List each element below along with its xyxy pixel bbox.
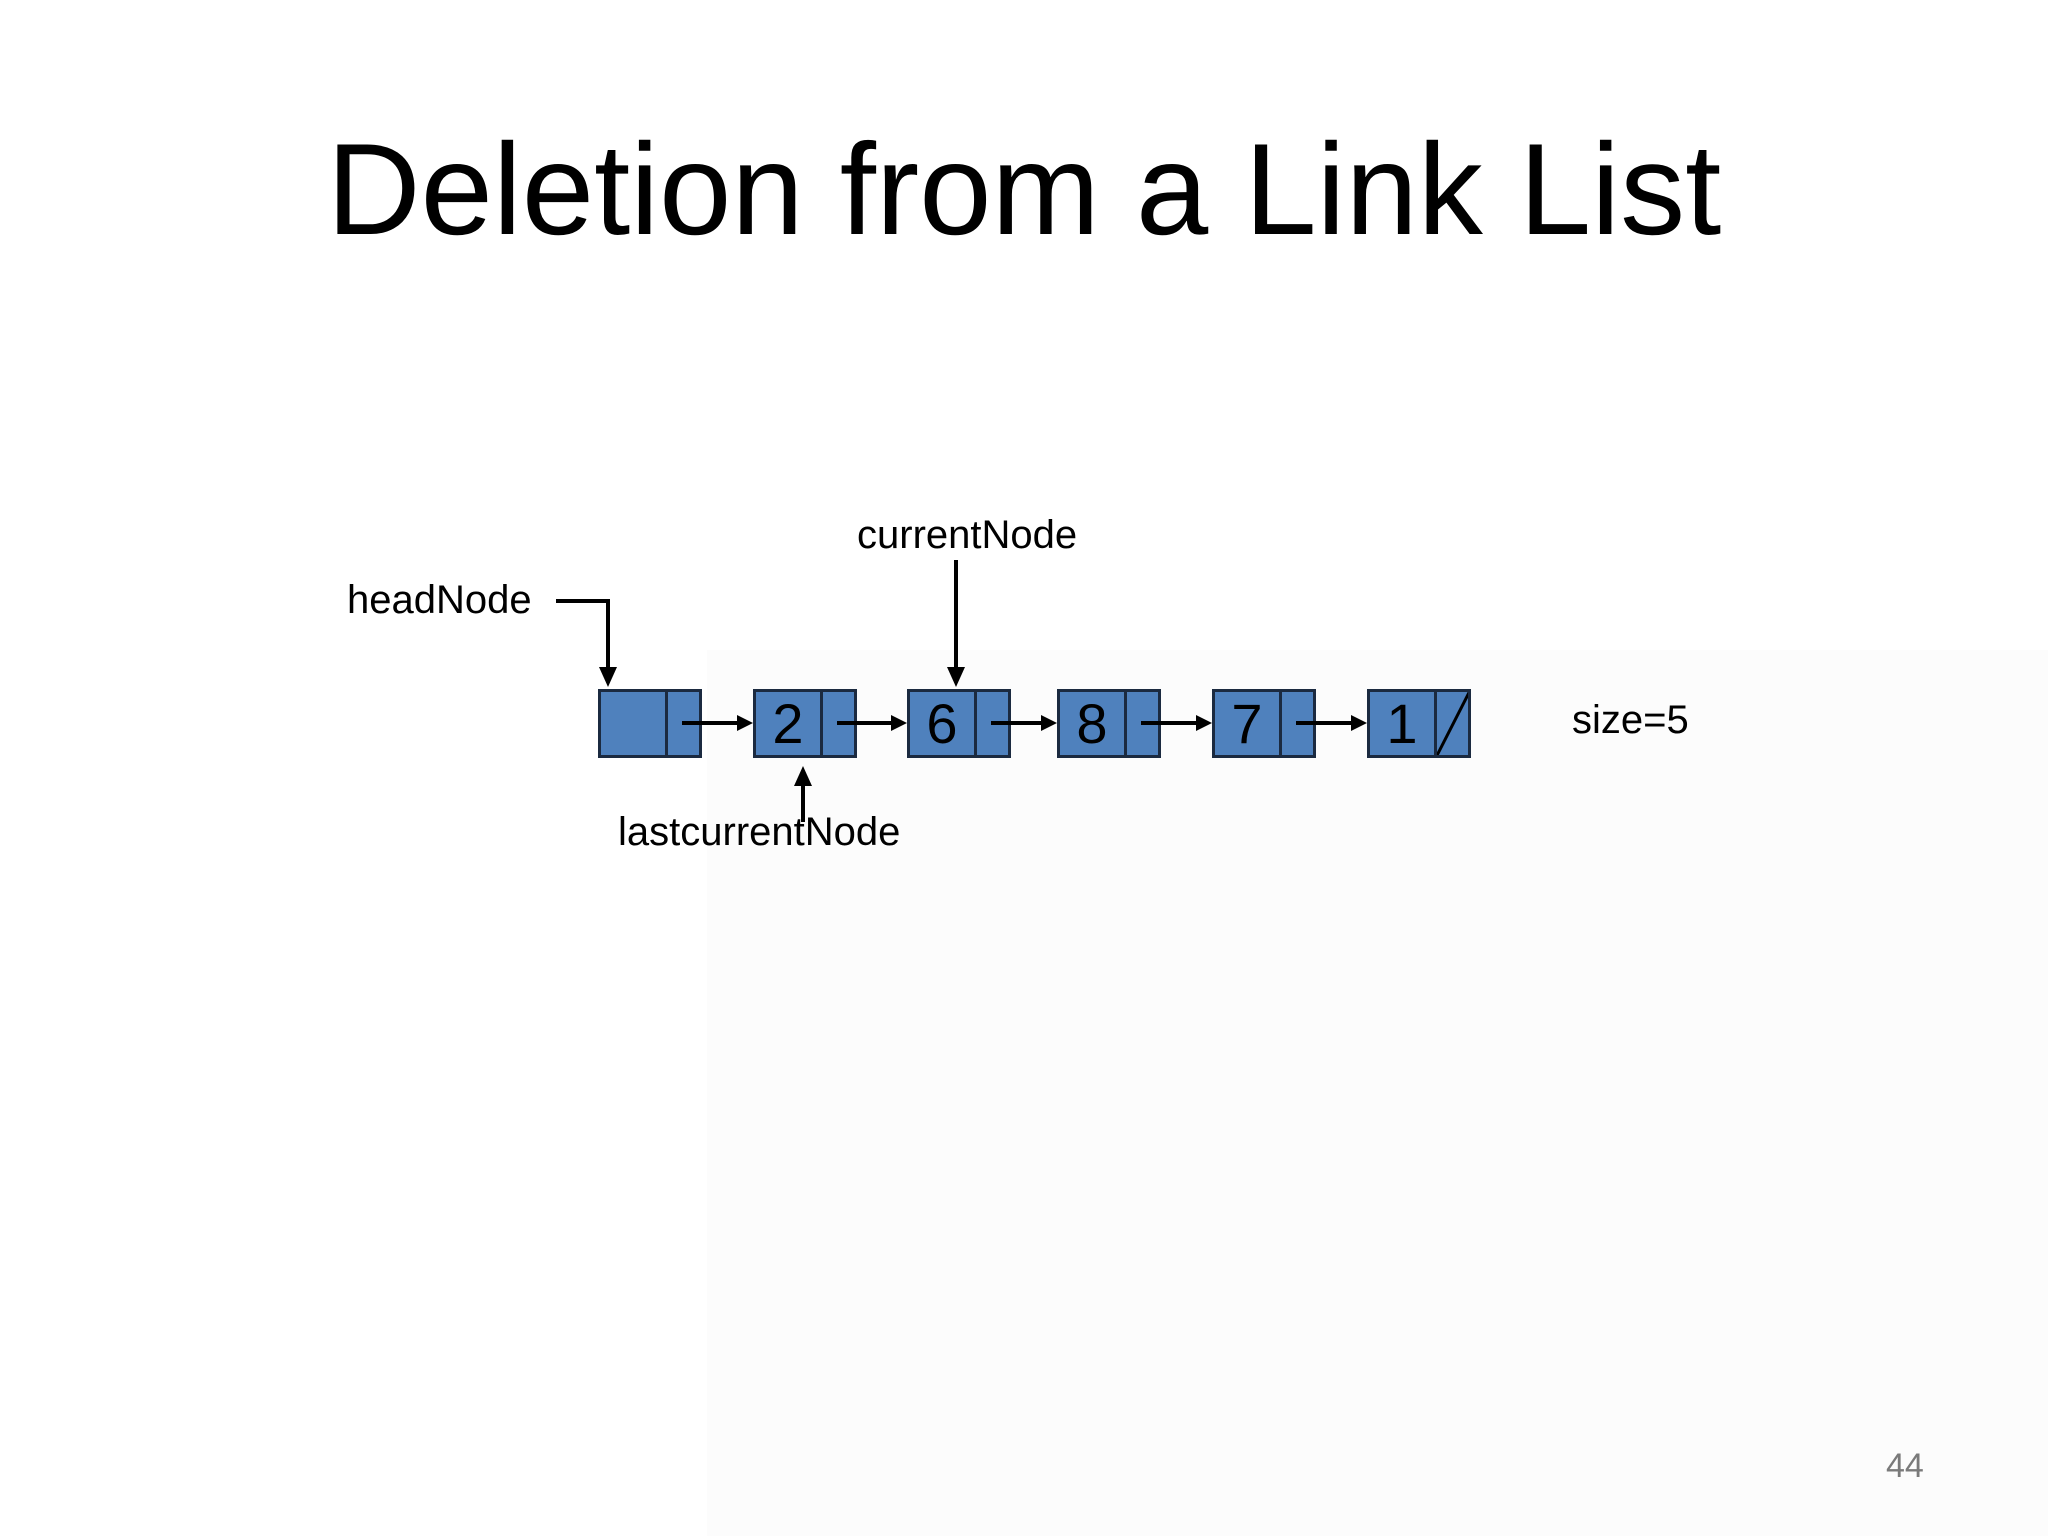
- head-pointer-line-vertical: [606, 599, 610, 669]
- node-value: 1: [1370, 692, 1437, 755]
- current-node-label: currentNode: [857, 513, 1078, 557]
- next-pointer-line: [1296, 721, 1353, 725]
- slide-title: Deletion from a Link List: [326, 116, 1722, 262]
- head-pointer-arrowhead-icon: [599, 667, 617, 687]
- next-pointer-arrowhead-icon: [891, 715, 907, 731]
- next-pointer-line: [837, 721, 893, 725]
- node-value: 8: [1060, 692, 1127, 755]
- head-pointer-line-horizontal: [556, 599, 610, 603]
- null-pointer-slash: [1437, 692, 1468, 755]
- head-node-label: headNode: [347, 578, 532, 622]
- list-node: 2: [753, 689, 857, 758]
- next-pointer-arrowhead-icon: [1351, 715, 1367, 731]
- next-pointer-arrowhead-icon: [1196, 715, 1212, 731]
- node-value: 2: [756, 692, 823, 755]
- size-label: size=5: [1572, 698, 1689, 742]
- next-pointer-line: [991, 721, 1043, 725]
- node-value: [601, 692, 668, 755]
- next-pointer-arrowhead-icon: [1041, 715, 1057, 731]
- list-node-header: [598, 689, 702, 758]
- current-pointer-line: [954, 560, 958, 669]
- next-pointer-line: [682, 721, 739, 725]
- list-node: 6: [907, 689, 1011, 758]
- node-value: 7: [1215, 692, 1282, 755]
- last-current-pointer-line: [801, 784, 805, 822]
- list-node-tail: 1: [1367, 689, 1471, 758]
- node-value: 6: [910, 692, 977, 755]
- last-current-pointer-arrowhead-icon: [794, 766, 812, 786]
- background-shade: [707, 650, 2048, 1536]
- next-pointer-line: [1141, 721, 1198, 725]
- next-pointer-arrowhead-icon: [737, 715, 753, 731]
- current-pointer-arrowhead-icon: [947, 667, 965, 687]
- page-number: 44: [1886, 1447, 1924, 1485]
- last-current-node-label: lastcurrentNode: [618, 810, 901, 854]
- node-pointer-cell: [1437, 692, 1468, 755]
